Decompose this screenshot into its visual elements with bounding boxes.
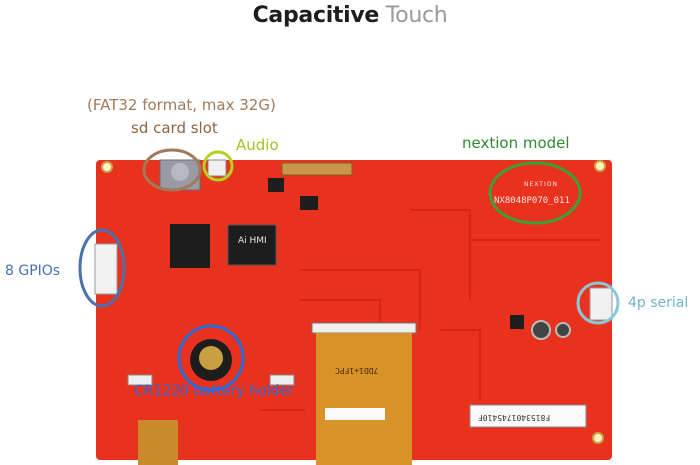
sd-slot-highlight-circle bbox=[142, 148, 202, 192]
capacitor bbox=[555, 322, 571, 338]
small-chip bbox=[268, 178, 284, 192]
mounting-hole bbox=[594, 160, 606, 172]
audio-connector bbox=[207, 159, 227, 177]
battery-highlight-circle bbox=[177, 324, 245, 392]
bottom-connector bbox=[127, 374, 153, 386]
fpc-connector bbox=[311, 322, 417, 334]
gpios-label: 8 GPIOs bbox=[5, 263, 61, 279]
title-word-touch: Touch bbox=[385, 3, 448, 28]
battery-holder-label: CR1220 battery holder bbox=[134, 383, 294, 399]
pin-header bbox=[281, 162, 353, 176]
fpc-flex-cable bbox=[316, 333, 412, 465]
sd-format-note: (FAT32 format, max 32G) bbox=[87, 96, 276, 114]
serial-connector bbox=[589, 287, 613, 321]
title-word-capacitive: Capacitive bbox=[252, 3, 380, 28]
sd-slot-label: sd card slot bbox=[131, 119, 218, 137]
fpc-barcode bbox=[325, 408, 385, 420]
model-number-text: NX8048P070_011 bbox=[494, 196, 570, 206]
sticker-code-text: F8153401745410F bbox=[478, 413, 551, 422]
chip-label: Ai HMI bbox=[238, 236, 267, 246]
audio-highlight-circle bbox=[202, 150, 234, 182]
battery-clip bbox=[199, 346, 223, 370]
gpio-connector bbox=[94, 243, 118, 295]
nextion-logo-text: NEXTION bbox=[524, 181, 558, 188]
bottom-connector bbox=[269, 374, 295, 386]
sd-card-label-disc bbox=[171, 163, 189, 181]
fpc-print-text: 7DD1+1FPC bbox=[335, 366, 379, 375]
pcb-traces bbox=[260, 209, 600, 411]
small-chip bbox=[300, 196, 318, 210]
mounting-hole bbox=[101, 161, 113, 173]
serial-label: 4p serial bbox=[628, 295, 689, 311]
pcb-board bbox=[96, 160, 612, 460]
page-title: Capacitive Touch bbox=[0, 3, 700, 28]
nextion-model-label: nextion model bbox=[462, 134, 570, 152]
audio-label: Audio bbox=[236, 136, 279, 154]
model-highlight-circle bbox=[488, 161, 582, 225]
small-chip bbox=[510, 315, 524, 329]
gpio-highlight-circle bbox=[78, 228, 126, 308]
mounting-hole bbox=[592, 432, 604, 444]
touch-flex-cable bbox=[138, 420, 178, 465]
serial-highlight-circle bbox=[576, 281, 620, 325]
main-processor-chip bbox=[227, 224, 277, 266]
ram-chip bbox=[170, 224, 210, 268]
capacitor bbox=[531, 320, 551, 340]
serial-sticker bbox=[469, 404, 587, 428]
